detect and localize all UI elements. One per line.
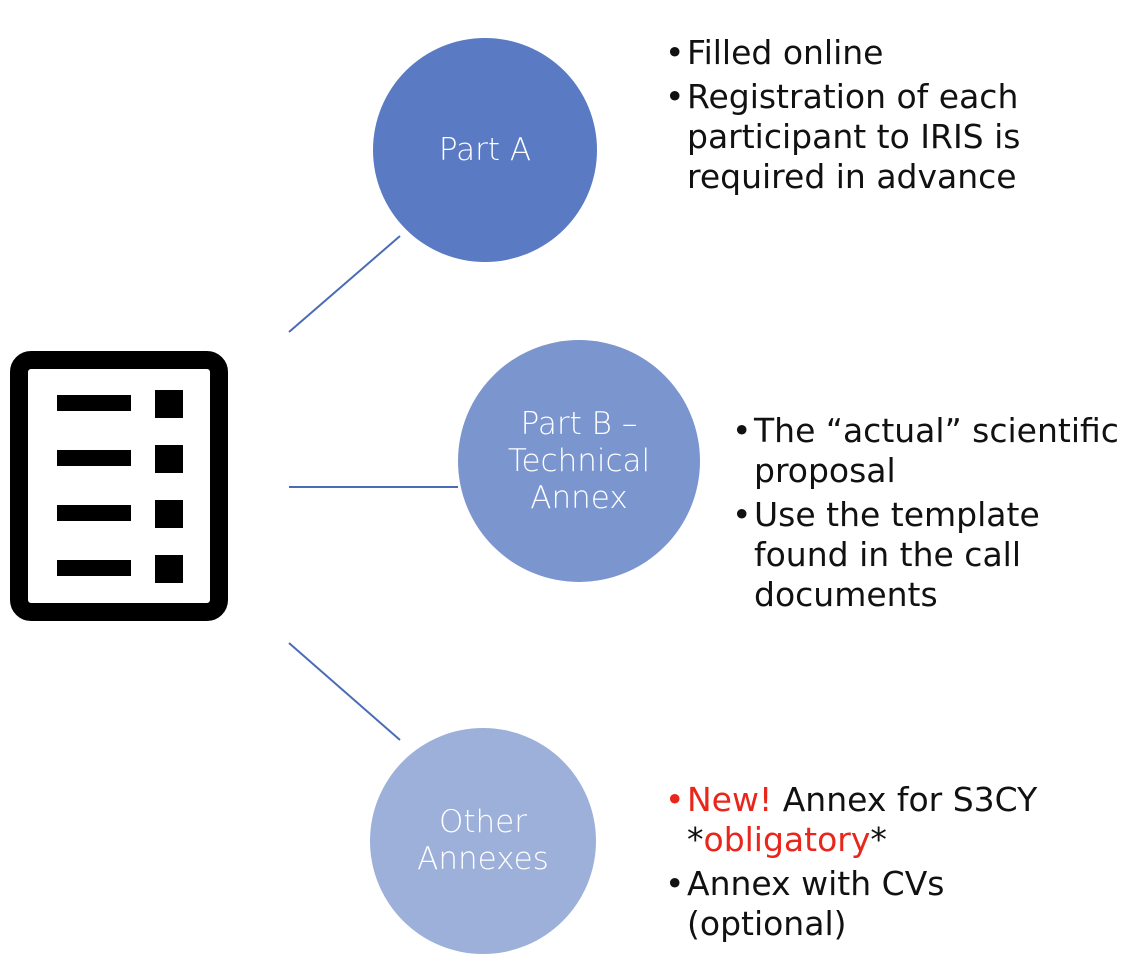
connector-line-c xyxy=(288,642,401,741)
bullet-list-part-a: Filled online Registration of each parti… xyxy=(665,33,1065,201)
circle-part-b-line-1: Part B – xyxy=(520,405,638,442)
checklist-line-4 xyxy=(57,560,131,576)
bullet-item: Annex with CVs (optional) xyxy=(665,864,1085,944)
checklist-line-3 xyxy=(57,505,131,521)
bullet-item: Registration of each participant to IRIS… xyxy=(665,77,1065,197)
circle-other-annexes-label: Other Annexes xyxy=(417,804,549,878)
bullet-item: Use the template found in the call docum… xyxy=(732,495,1142,615)
bullet-list-other-annexes: New! Annex for S3CY *obligatory* Annex w… xyxy=(665,780,1085,948)
bullet-item: New! Annex for S3CY *obligatory* xyxy=(665,780,1085,860)
bullet-text-suffix: * xyxy=(870,820,887,859)
circle-part-a-label: Part A xyxy=(439,132,531,169)
obligatory-highlight: obligatory xyxy=(703,820,871,859)
checklist-document-icon xyxy=(10,351,228,621)
circle-other-annexes-line-1: Other xyxy=(438,804,528,840)
circle-part-b-label: Part B – Technical Annex xyxy=(508,406,650,517)
circle-part-b-line-2: Technical xyxy=(507,442,651,479)
bullet-item: The “actual” scientific proposal xyxy=(732,411,1142,491)
connector-line-a xyxy=(288,235,401,333)
checklist-box-4 xyxy=(155,555,183,583)
checklist-box-2 xyxy=(155,445,183,473)
checklist-line-2 xyxy=(57,450,131,466)
circle-part-a-line-1: Part A xyxy=(438,131,532,168)
circle-part-a: Part A xyxy=(373,38,597,262)
bullet-item: Filled online xyxy=(665,33,1065,73)
circle-part-b: Part B – Technical Annex xyxy=(458,340,700,582)
checklist-box-1 xyxy=(155,390,183,418)
circle-part-b-line-3: Annex xyxy=(530,479,628,516)
bullet-text: Annex for S3CY * xyxy=(687,780,1038,859)
circle-other-annexes: Other Annexes xyxy=(370,728,596,954)
circle-other-annexes-line-2: Annexes xyxy=(417,841,549,877)
checklist-line-1 xyxy=(57,395,131,411)
bullet-list-part-b: The “actual” scientific proposal Use the… xyxy=(732,411,1142,619)
new-highlight: New! xyxy=(687,780,773,819)
checklist-box-3 xyxy=(155,500,183,528)
